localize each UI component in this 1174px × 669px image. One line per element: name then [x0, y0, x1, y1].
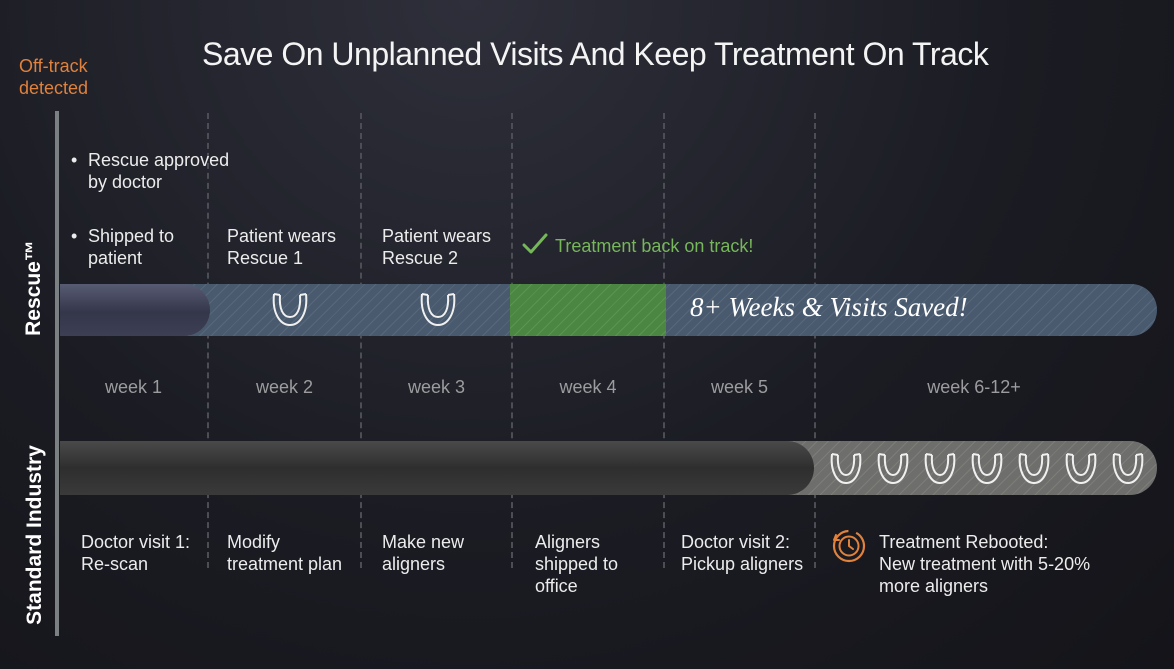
page-title: Save On Unplanned Visits And Keep Treatm…	[202, 36, 989, 72]
week-divider	[360, 113, 362, 568]
checkmark-icon	[522, 233, 548, 254]
week-divider	[814, 113, 816, 568]
aligner-icon	[272, 293, 308, 327]
week-label: week 5	[710, 377, 769, 397]
step-doctor-visit-1: Doctor visit 1: Re-scan	[81, 532, 191, 574]
step-doctor-visit-2: Doctor visit 2: Pickup aligners	[681, 532, 804, 574]
week-divider	[207, 113, 209, 568]
back-on-track-label: Treatment back on track!	[555, 236, 754, 256]
rebooted-body: New treatment with 5-20% more aligners	[879, 554, 1091, 596]
rescue-back-on-track-segment	[510, 284, 666, 336]
step-make-aligners: Make new aligners	[382, 532, 465, 574]
rescue-offtrack-segment	[60, 284, 210, 336]
step-modify-plan: Modify treatment plan	[227, 532, 343, 574]
rescue-timeline-bar	[60, 284, 1157, 336]
standard-timeline-bar	[60, 441, 1157, 495]
step-aligners-shipped: Aligners shipped to office	[535, 532, 619, 596]
lane-axis	[55, 111, 59, 636]
week-divider	[511, 113, 513, 568]
aligner-icon	[420, 293, 456, 327]
lane-label-standard: Standard Industry	[23, 445, 46, 625]
week-label: week 2	[255, 377, 314, 397]
lane-label-rescue: Rescue™	[22, 240, 45, 336]
step-shipped-to-patient: Shipped to patient	[71, 225, 203, 269]
standard-delay-segment	[60, 441, 814, 495]
week-label: week 6-12+	[927, 377, 1021, 397]
weeks-saved-label: 8+ Weeks & Visits Saved!	[690, 292, 968, 322]
week-label: week 1	[104, 377, 163, 397]
offtrack-label: Off-track detected	[19, 56, 89, 98]
week-label: week 3	[407, 377, 466, 397]
aligner-icon-group	[829, 451, 1149, 487]
step-rescue-approved: Rescue approved by doctor	[71, 149, 248, 193]
step-wears-rescue-2: Patient wears Rescue 2	[382, 226, 492, 268]
week-label: week 4	[559, 377, 617, 397]
rebooted-title: Treatment Rebooted:	[879, 532, 1049, 552]
step-wears-rescue-1: Patient wears Rescue 1	[227, 226, 337, 268]
clock-rewind-icon	[832, 529, 866, 563]
week-divider	[663, 113, 665, 568]
aligner-icon	[830, 453, 1144, 485]
